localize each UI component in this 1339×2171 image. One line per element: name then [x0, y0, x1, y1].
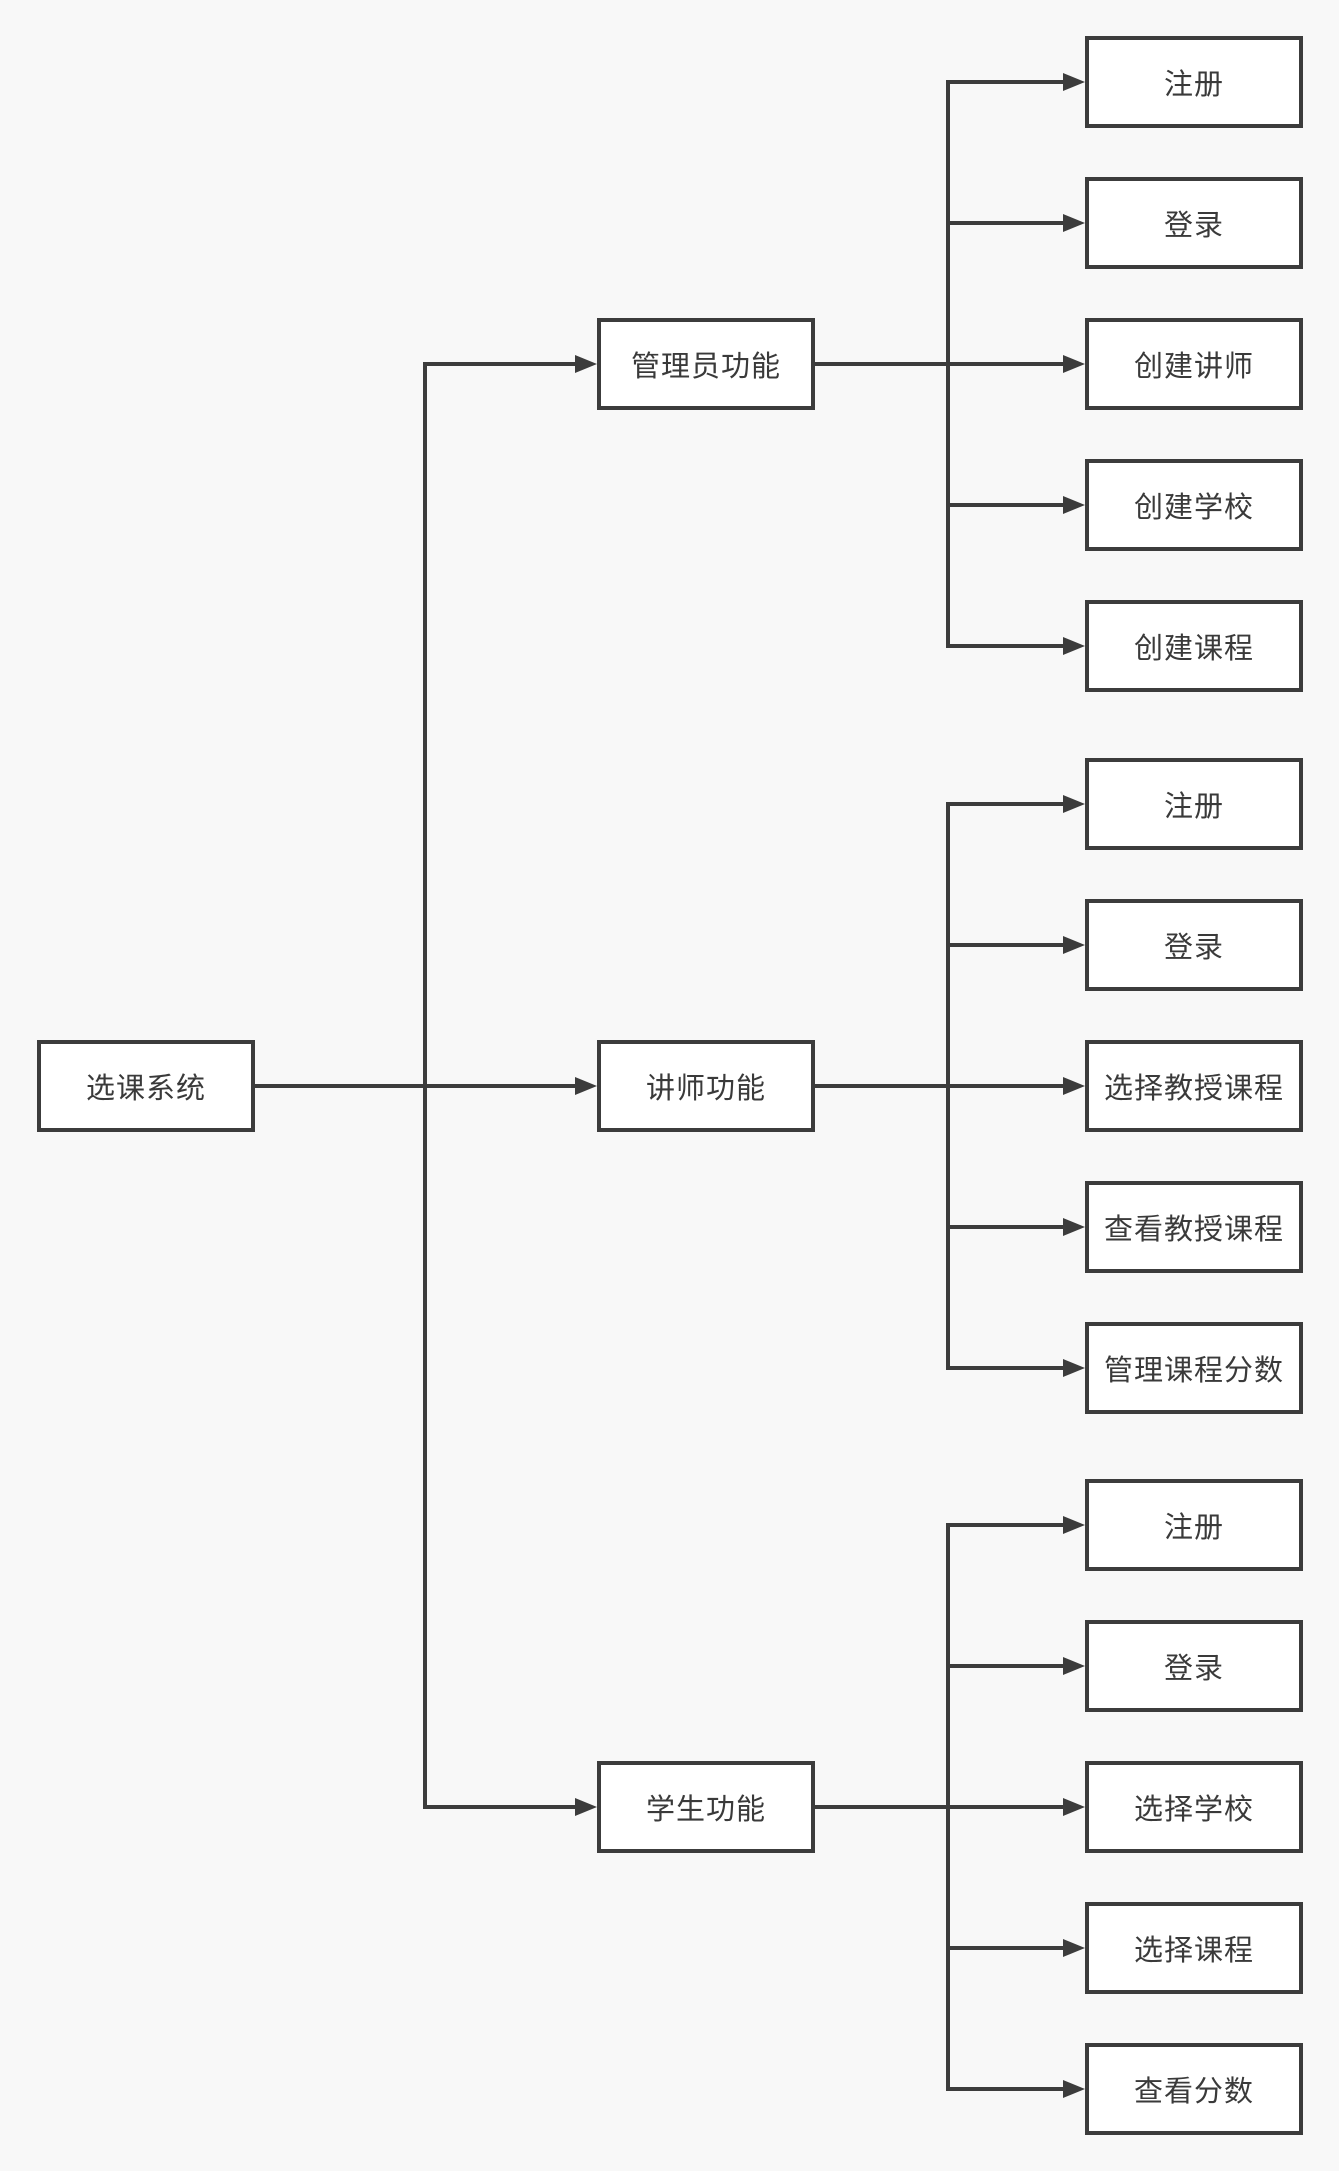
node-label: 注册 [1163, 69, 1224, 101]
node-leaf-admin-create-instructor: 创建讲师 [1085, 318, 1303, 410]
connector-line [946, 80, 950, 648]
connector-arrowhead-icon [1063, 214, 1085, 232]
connector-arrowhead-icon [1063, 936, 1085, 954]
connector-arrowhead-icon [1063, 73, 1085, 91]
connector-arrowhead-icon [1063, 1939, 1085, 1957]
node-label: 创建课程 [1133, 633, 1254, 665]
connector-line [948, 1664, 1063, 1668]
node-label: 创建讲师 [1133, 351, 1254, 383]
connector-line [815, 1805, 1063, 1809]
node-leaf-instructor-register: 注册 [1085, 758, 1303, 850]
connector-line [423, 362, 427, 1809]
node-label: 选择教授课程 [1103, 1073, 1284, 1105]
node-leaf-admin-create-school: 创建学校 [1085, 459, 1303, 551]
node-leaf-instructor-select-teaching-course: 选择教授课程 [1085, 1040, 1303, 1132]
node-leaf-student-select-school: 选择学校 [1085, 1761, 1303, 1853]
connector-arrowhead-icon [1063, 2080, 1085, 2098]
connector-arrowhead-icon [575, 355, 597, 373]
node-leaf-student-login: 登录 [1085, 1620, 1303, 1712]
connector-line [948, 802, 1063, 806]
node-label: 学生功能 [645, 1794, 766, 1826]
node-leaf-student-register: 注册 [1085, 1479, 1303, 1571]
node-label: 注册 [1163, 1512, 1224, 1544]
connector-line [948, 1225, 1063, 1229]
connector-line [948, 644, 1063, 648]
node-label: 登录 [1163, 210, 1224, 242]
node-branch-admin-functions: 管理员功能 [597, 318, 815, 410]
connector-arrowhead-icon [1063, 637, 1085, 655]
connector-line [946, 802, 950, 1370]
connector-line [948, 943, 1063, 947]
node-label: 管理课程分数 [1103, 1355, 1284, 1387]
connector-arrowhead-icon [1063, 1516, 1085, 1534]
connector-arrowhead-icon [1063, 496, 1085, 514]
node-label: 选课系统 [85, 1073, 206, 1105]
node-root: 选课系统 [37, 1040, 255, 1132]
node-leaf-instructor-manage-course-scores: 管理课程分数 [1085, 1322, 1303, 1414]
connector-line [423, 1805, 575, 1809]
connector-arrowhead-icon [1063, 1798, 1085, 1816]
connector-line [255, 1084, 575, 1088]
connector-line [948, 1946, 1063, 1950]
node-label: 选择课程 [1133, 1935, 1254, 1967]
node-label: 查看教授课程 [1103, 1214, 1284, 1246]
connector-arrowhead-icon [1063, 1077, 1085, 1095]
connector-line [948, 221, 1063, 225]
node-label: 选择学校 [1133, 1794, 1254, 1826]
connector-line [946, 1523, 950, 2091]
connector-arrowhead-icon [575, 1077, 597, 1095]
node-leaf-admin-create-course: 创建课程 [1085, 600, 1303, 692]
connector-line [948, 1523, 1063, 1527]
connector-line [948, 503, 1063, 507]
node-label: 登录 [1163, 1653, 1224, 1685]
connector-arrowhead-icon [1063, 1657, 1085, 1675]
node-leaf-student-view-scores: 查看分数 [1085, 2043, 1303, 2135]
node-leaf-admin-login: 登录 [1085, 177, 1303, 269]
node-leaf-admin-register: 注册 [1085, 36, 1303, 128]
connector-arrowhead-icon [575, 1798, 597, 1816]
node-leaf-instructor-login: 登录 [1085, 899, 1303, 991]
connector-arrowhead-icon [1063, 1218, 1085, 1236]
node-label: 注册 [1163, 791, 1224, 823]
connector-arrowhead-icon [1063, 355, 1085, 373]
connector-arrowhead-icon [1063, 1359, 1085, 1377]
connector-line [948, 80, 1063, 84]
connector-line [423, 362, 575, 366]
connector-line [948, 2087, 1063, 2091]
node-branch-instructor-functions: 讲师功能 [597, 1040, 815, 1132]
node-label: 登录 [1163, 932, 1224, 964]
node-label: 讲师功能 [645, 1073, 766, 1105]
node-leaf-instructor-view-teaching-course: 查看教授课程 [1085, 1181, 1303, 1273]
connector-line [815, 362, 1063, 366]
node-leaf-student-select-course: 选择课程 [1085, 1902, 1303, 1994]
connector-line [948, 1366, 1063, 1370]
connector-line [815, 1084, 1063, 1088]
node-label: 创建学校 [1133, 492, 1254, 524]
node-label: 查看分数 [1133, 2076, 1254, 2108]
connector-arrowhead-icon [1063, 795, 1085, 813]
node-branch-student-functions: 学生功能 [597, 1761, 815, 1853]
node-label: 管理员功能 [630, 351, 781, 383]
